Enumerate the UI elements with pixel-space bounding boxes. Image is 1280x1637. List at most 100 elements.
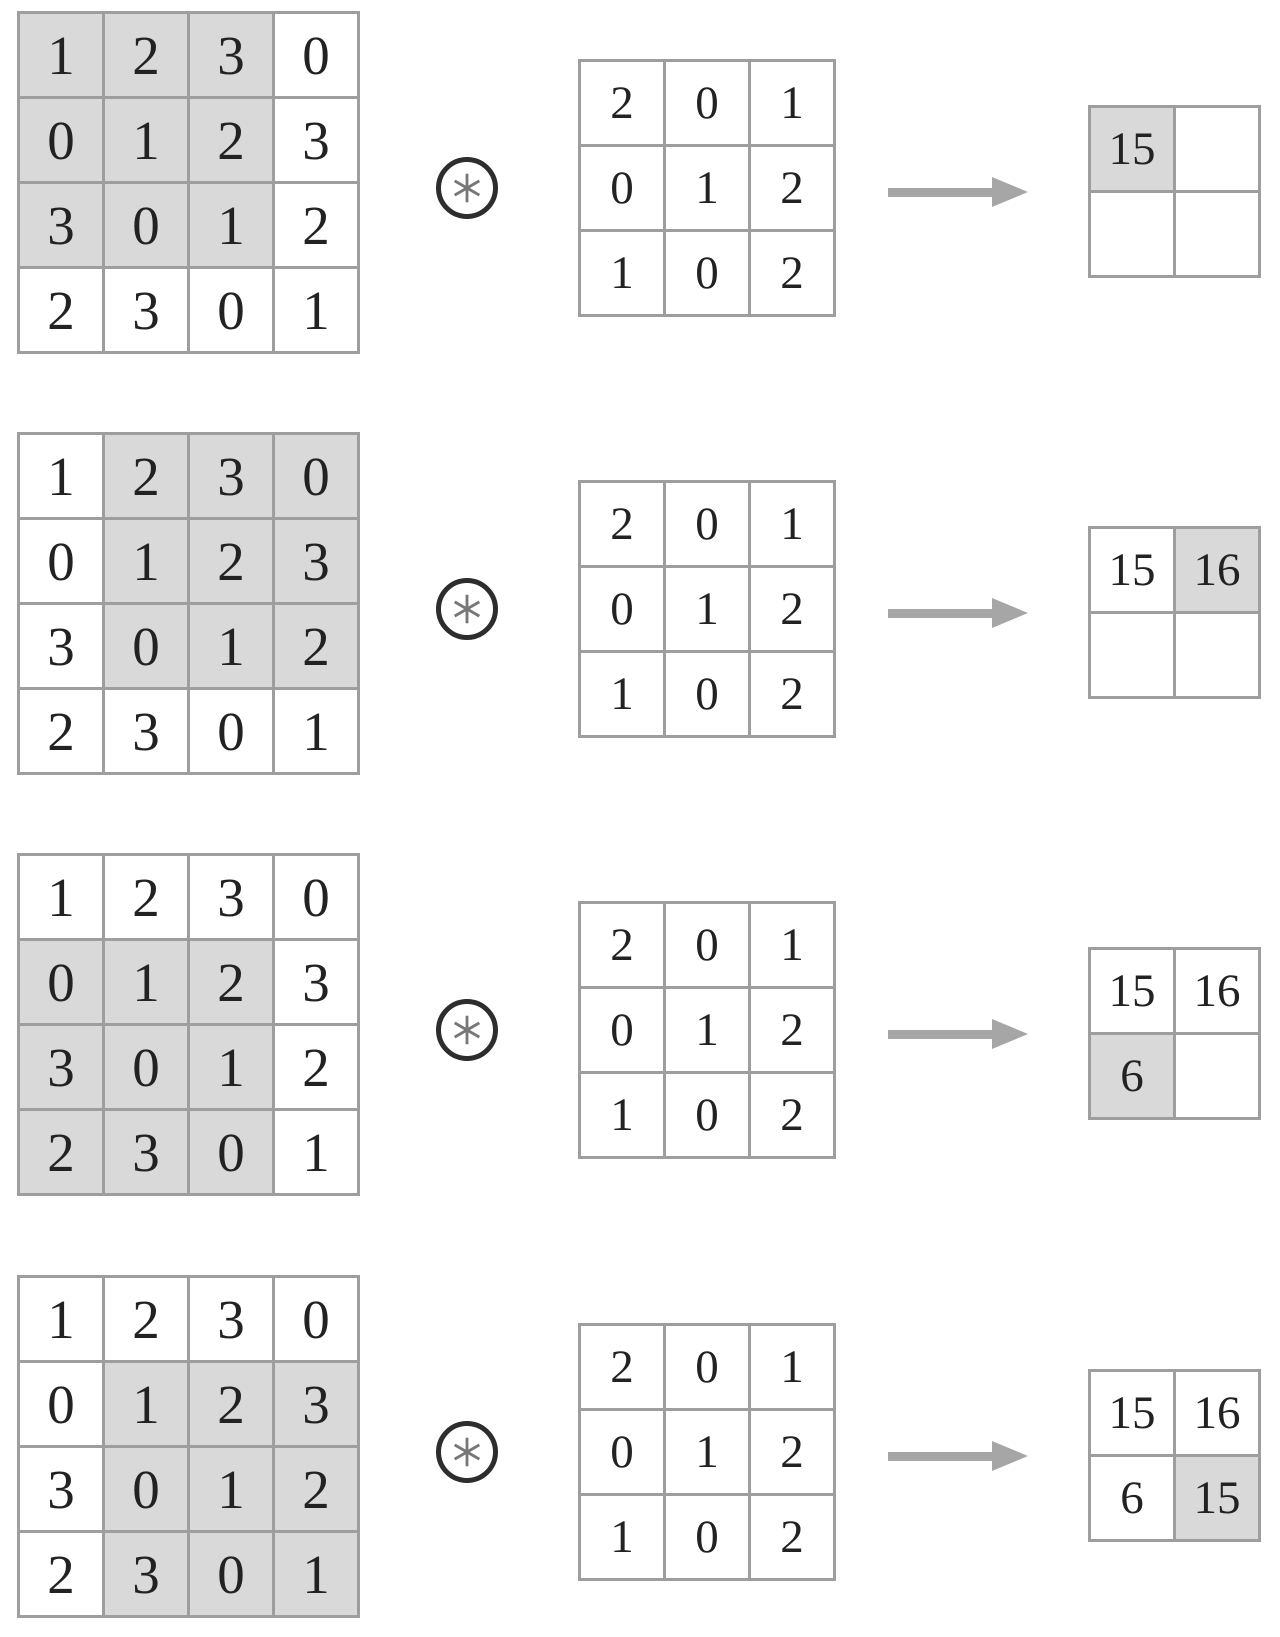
matrix-cell: 2 <box>272 602 360 690</box>
matrix-row: 6 <box>1088 1032 1261 1120</box>
matrix-cell: 1 <box>663 1408 751 1496</box>
matrix-cell: 3 <box>102 1530 190 1618</box>
matrix-cell <box>1173 1032 1261 1120</box>
matrix-cell: 0 <box>102 1023 190 1111</box>
matrix-cell: 0 <box>663 480 751 568</box>
matrix-cell: 15 <box>1088 1369 1176 1457</box>
matrix-cell: 15 <box>1088 526 1176 614</box>
matrix-cell: 0 <box>17 938 105 1026</box>
matrix-cell: 1 <box>17 1275 105 1363</box>
matrix-row <box>1088 190 1261 278</box>
matrix-cell: 1 <box>748 59 836 147</box>
matrix-cell <box>1088 611 1176 699</box>
matrix-cell: 0 <box>578 1408 666 1496</box>
matrix-cell: 1 <box>17 853 105 941</box>
arrow-shaft <box>888 1451 994 1461</box>
matrix-cell: 0 <box>102 602 190 690</box>
matrix-cell: 0 <box>663 650 751 738</box>
matrix-cell: 2 <box>17 1108 105 1196</box>
convolution-operator-icon <box>436 1421 498 1483</box>
matrix-cell: 1 <box>748 901 836 989</box>
matrix-cell: 2 <box>748 229 836 317</box>
convolution-operator-icon <box>436 999 498 1061</box>
matrix-cell: 0 <box>17 517 105 605</box>
arrow-head <box>992 1441 1028 1471</box>
matrix-cell <box>1088 190 1176 278</box>
matrix-cell: 1 <box>663 986 751 1074</box>
arrow-shaft <box>888 1029 994 1039</box>
matrix-cell: 1 <box>187 181 275 269</box>
matrix-cell: 2 <box>748 1493 836 1581</box>
matrix-cell: 0 <box>663 229 751 317</box>
matrix-cell: 1 <box>578 229 666 317</box>
matrix-cell: 0 <box>272 11 360 99</box>
matrix-cell: 3 <box>272 96 360 184</box>
matrix-cell: 3 <box>17 602 105 690</box>
matrix-cell: 1 <box>663 144 751 232</box>
matrix-cell: 1 <box>102 1360 190 1448</box>
matrix-cell: 0 <box>187 1530 275 1618</box>
matrix-cell: 0 <box>17 1360 105 1448</box>
matrix-cell: 3 <box>187 1275 275 1363</box>
arrow-shaft <box>888 187 994 197</box>
matrix-cell: 1 <box>748 1323 836 1411</box>
matrix-cell: 0 <box>578 986 666 1074</box>
matrix-cell: 0 <box>187 687 275 775</box>
matrix-cell: 16 <box>1173 526 1261 614</box>
matrix-cell: 0 <box>102 1445 190 1533</box>
right-arrow-icon <box>888 1019 1028 1049</box>
matrix-cell: 1 <box>187 602 275 690</box>
arrow-head <box>992 177 1028 207</box>
matrix-cell: 6 <box>1088 1454 1176 1542</box>
matrix-cell: 0 <box>187 1108 275 1196</box>
matrix-cell: 3 <box>17 1445 105 1533</box>
matrix-cell: 2 <box>272 1445 360 1533</box>
matrix-cell: 6 <box>1088 1032 1176 1120</box>
matrix-cell: 3 <box>187 11 275 99</box>
matrix-cell: 2 <box>102 432 190 520</box>
matrix-cell: 1 <box>272 687 360 775</box>
matrix-cell: 1 <box>102 938 190 1026</box>
matrix-cell: 2 <box>578 1323 666 1411</box>
matrix-cell: 0 <box>102 181 190 269</box>
matrix-cell <box>1173 105 1261 193</box>
matrix-cell: 0 <box>663 59 751 147</box>
matrix-cell <box>1173 611 1261 699</box>
matrix-cell: 15 <box>1088 105 1176 193</box>
matrix-cell: 2 <box>187 938 275 1026</box>
matrix-row <box>1088 611 1261 699</box>
output-matrix: 15 <box>1088 105 1261 278</box>
right-arrow-icon <box>888 1441 1028 1471</box>
matrix-cell: 2 <box>187 517 275 605</box>
matrix-cell: 3 <box>17 181 105 269</box>
matrix-cell: 2 <box>187 96 275 184</box>
matrix-cell: 2 <box>748 565 836 653</box>
matrix-cell: 3 <box>272 938 360 1026</box>
matrix-cell: 16 <box>1173 1369 1261 1457</box>
